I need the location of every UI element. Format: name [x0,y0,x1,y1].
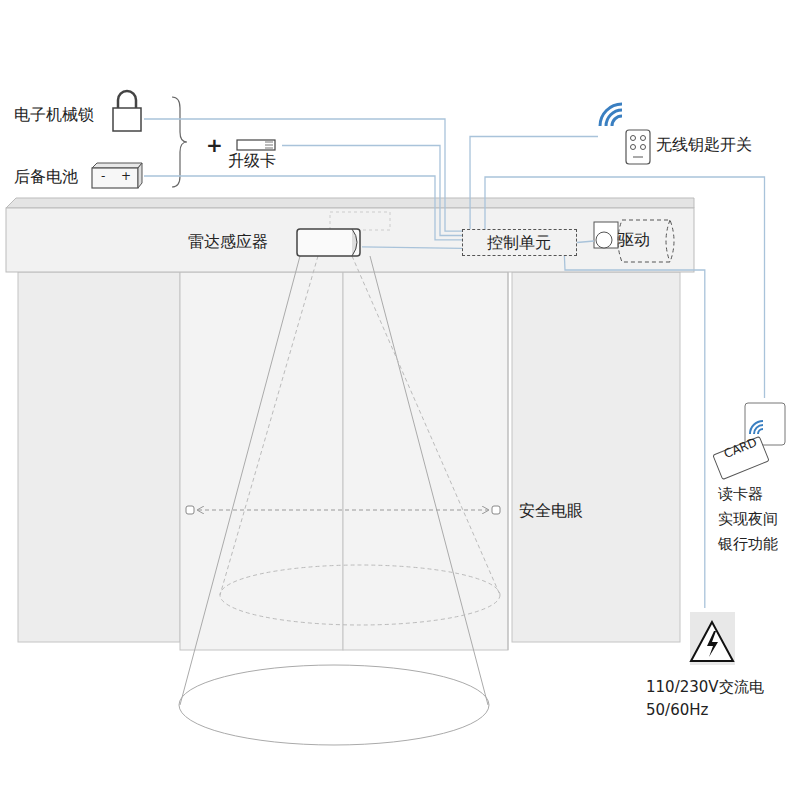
cone-inner [352,256,500,595]
card-contact [265,142,273,143]
reader-wifi [754,425,763,434]
remote-slot [633,157,643,158]
leaf-edge [508,272,509,650]
remote-button [641,136,646,141]
remote [626,130,650,164]
detect-zone-inner [220,565,500,625]
drive-gear [596,232,612,248]
battery-minus: - [101,169,105,183]
cone-inner [220,256,318,595]
wireless-key-node: 无线钥匙开关 [598,98,778,168]
safety-eye [186,506,194,514]
node-label: 升级卡 [228,151,276,171]
hazard-triangle [691,622,733,661]
wire [470,137,598,230]
drive-coupler [594,222,618,248]
lock-node: 电子机械锁 [12,95,144,135]
wifi-arc [612,116,622,126]
control-unit: 控制单元 [462,229,577,256]
wire [362,247,462,249]
drive-motor [618,220,674,262]
card-reader-node: 读卡器 实现夜间 银行功能 [712,398,794,562]
card-contact [265,145,273,146]
node-label: 110/230V交流电 50/60Hz [646,676,776,722]
plus-sign: + [206,134,223,156]
wire [577,241,594,243]
safety-beam [198,510,488,511]
reader-wifi [758,429,763,434]
wifi-arc [600,104,622,126]
radar-sensor [297,229,360,256]
drive-node: 驱动 [594,218,678,264]
lock-shackle [118,91,136,108]
lock-body [113,108,141,131]
node-label: 控制单元 [487,233,551,253]
node-label: 驱动 [618,230,650,250]
remote-button [631,136,636,141]
node-label: 后备电池 [14,167,78,187]
remote-button [631,145,636,150]
battery-plus: + [121,169,131,183]
cone-line [180,256,300,705]
wifi-arc [606,110,622,126]
card-contact [265,148,273,149]
node-label: 电子机械锁 [14,105,94,125]
upgrade-card-node: 升级卡 [226,136,282,174]
wire [144,176,462,240]
battery-top [92,163,142,168]
remote-button [641,145,646,150]
fixed-panel-left [18,272,180,642]
safety-eye-label: 安全电眼 [519,502,583,520]
sliding-leaf-left [180,272,343,650]
radar-node: 雷达感应器 [186,224,362,258]
cone-line [370,256,488,705]
detect-zone-floor [179,665,489,745]
node-label: 雷达感应器 [188,232,268,252]
node-label: 读卡器 实现夜间 银行功能 [718,482,787,557]
wire [564,256,704,608]
power-node: 110/230V交流电 50/60Hz [640,608,784,725]
battery [92,168,138,188]
safety-eye [492,506,500,514]
fixed-panel-right [512,272,680,642]
wire [144,119,462,231]
drive-motor-end [666,220,670,262]
sliding-leaf-right [343,272,508,650]
radar-ghost [330,212,390,230]
battery-side [138,163,142,188]
bracket [172,97,187,187]
power-panel [690,612,735,665]
node-label: 无线钥匙开关 [656,135,752,155]
wire [485,177,765,398]
reader-wifi [750,421,763,434]
card-text: CARD [722,435,759,461]
hazard-bolt [707,631,718,657]
header-top [6,198,694,208]
header-bar [6,208,694,272]
radar-sensor-end [352,229,357,256]
upgrade-card [237,140,275,150]
